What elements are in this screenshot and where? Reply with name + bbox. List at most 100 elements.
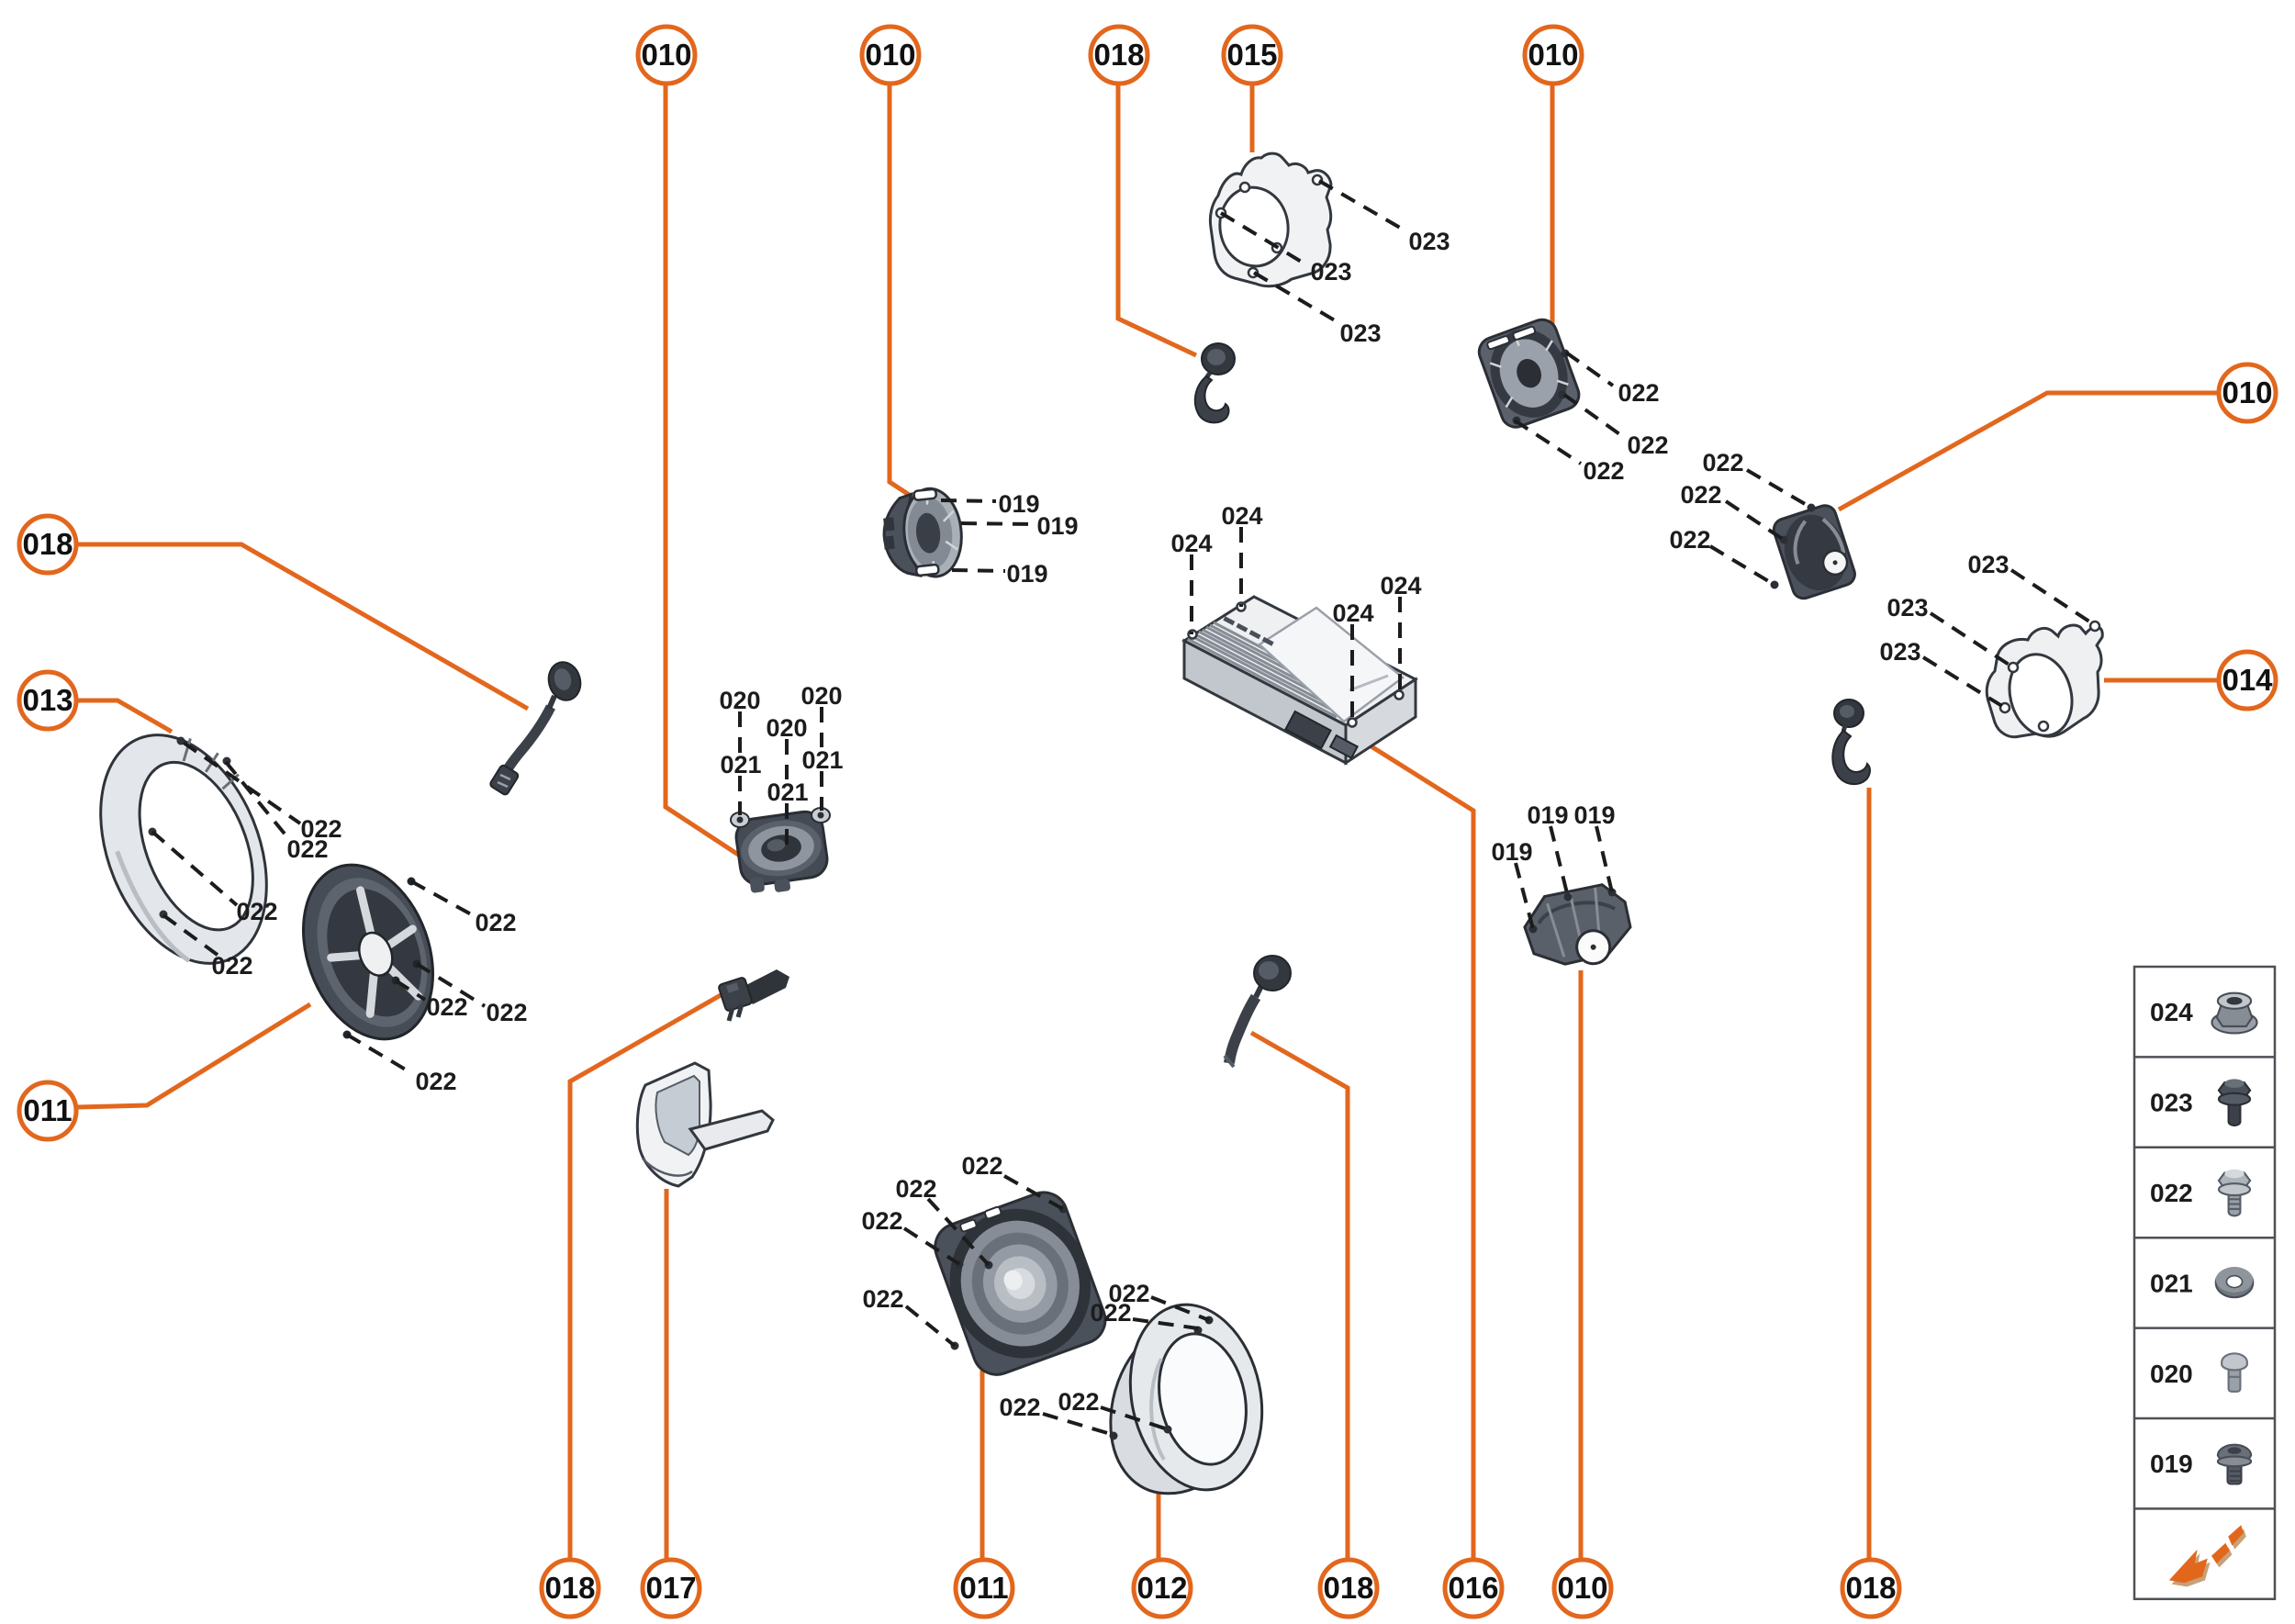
- fastener-label-020: 020: [800, 682, 842, 710]
- callout-010[interactable]: 010: [1522, 24, 1584, 86]
- fastener-dash-line: [1252, 271, 1341, 325]
- fastener-label-024: 024: [1170, 530, 1212, 557]
- part-speaker-front-door-010[interactable]: [1475, 316, 1584, 431]
- part-connector-018[interactable]: [718, 969, 789, 1022]
- part-speaker-woofer-011[interactable]: [927, 1184, 1113, 1382]
- fastener-dash-line: [926, 1197, 991, 1267]
- fastener-dash-line: [1513, 419, 1583, 465]
- callout-label: 018: [1845, 1571, 1896, 1605]
- fastener-label-019: 019: [998, 490, 1039, 518]
- callout-010[interactable]: 010: [635, 24, 698, 86]
- part-speaker-housing-012[interactable]: [1109, 1293, 1279, 1503]
- callout-018[interactable]: 018: [1317, 1557, 1380, 1619]
- direction-arrow-icon: [2168, 1525, 2246, 1587]
- part-bracket-017[interactable]: [635, 1061, 775, 1188]
- part-clip-018-top[interactable]: [1193, 342, 1236, 424]
- fastener-label-022: 022: [415, 1068, 456, 1095]
- fastener-label-024: 024: [1380, 572, 1421, 599]
- fastener-label-023: 023: [1967, 551, 2009, 578]
- fastener-label-022: 022: [961, 1152, 1002, 1180]
- legend-row-label: 023: [2150, 1089, 2193, 1117]
- part-mounting-plate-015[interactable]: [1208, 151, 1333, 288]
- legend-row-024[interactable]: 024: [2150, 991, 2258, 1035]
- callout-015[interactable]: 015: [1221, 24, 1283, 86]
- part-amplifier-016[interactable]: [1181, 595, 1418, 766]
- fastener-dash-line: [162, 913, 227, 962]
- legend-row-020[interactable]: 020: [2134, 1327, 2275, 1393]
- fastener-label-024: 024: [1332, 599, 1373, 627]
- fastener-dash-line: [1724, 499, 1786, 542]
- callout-label: 014: [2222, 663, 2273, 697]
- part-speaker-center-010[interactable]: [730, 807, 831, 897]
- fastener-label-022: 022: [1680, 481, 1721, 509]
- leader-line: [567, 989, 729, 1559]
- fastener-dash-line: [410, 879, 474, 917]
- fastener-label-022: 022: [1702, 449, 1743, 476]
- washer-021-icon: [2214, 1266, 2255, 1299]
- fastener-label-023: 023: [1339, 319, 1381, 347]
- part-mounting-plate-014[interactable]: [1985, 620, 2104, 743]
- leader-line: [76, 1002, 312, 1110]
- callout-014[interactable]: 014: [2216, 649, 2278, 711]
- fastener-dash-line: [1317, 179, 1408, 233]
- callout-012[interactable]: 012: [1131, 1557, 1193, 1619]
- legend-row-direction-arrow[interactable]: [2134, 1507, 2275, 1587]
- fastener-dash-line: [345, 1033, 415, 1076]
- callout-label: 018: [1093, 38, 1144, 72]
- fastener-dash-line: [1708, 544, 1776, 587]
- callout-label: 010: [865, 38, 915, 72]
- part-speaker-midrange-010[interactable]: [879, 486, 966, 581]
- fastener-label-022: 022: [300, 815, 341, 843]
- legend-row-022[interactable]: 022: [2134, 1146, 2275, 1217]
- leader-line: [663, 84, 753, 866]
- callout-010[interactable]: 010: [2216, 362, 2278, 424]
- callout-017[interactable]: 017: [640, 1557, 702, 1619]
- leader-line: [1368, 743, 1476, 1559]
- callout-010[interactable]: 010: [1551, 1557, 1614, 1619]
- callout-018[interactable]: 018: [1840, 1557, 1902, 1619]
- fastener-dash-line: [1100, 1406, 1169, 1431]
- part-clip-cable-018-left[interactable]: [489, 658, 585, 796]
- fastener-label-022: 022: [1669, 526, 1710, 554]
- legend-row-019[interactable]: 019: [2134, 1417, 2275, 1485]
- part-speaker-rear-010[interactable]: [1520, 881, 1635, 972]
- screw-020-icon: [2221, 1352, 2248, 1393]
- callout-label: 013: [22, 683, 73, 717]
- callout-011[interactable]: 011: [17, 1080, 79, 1142]
- part-tweeter-010[interactable]: [1770, 503, 1858, 601]
- fastener-label-020: 020: [719, 687, 760, 714]
- callout-label: 011: [959, 1571, 1008, 1605]
- fastener-dash-line: [1042, 1412, 1114, 1437]
- part-speaker-ring-013[interactable]: [69, 709, 301, 988]
- fastener-dash-line: [902, 1226, 961, 1266]
- callout-010[interactable]: 010: [859, 24, 922, 86]
- fastener-label-022: 022: [475, 909, 516, 936]
- fastener-dash-line: [224, 760, 294, 845]
- legend-row-023[interactable]: 023: [2134, 1056, 2275, 1127]
- fastener-label-022: 022: [286, 835, 328, 863]
- fastener-label-022: 022: [1627, 431, 1668, 459]
- part-cable-clip-018[interactable]: [1223, 955, 1292, 1069]
- legend-table: 024 023 022 021 020 019: [2133, 965, 2277, 1601]
- fastener-label-019: 019: [1491, 838, 1532, 866]
- part-hook-clip-018[interactable]: [1831, 699, 1871, 785]
- fastener-label-019: 019: [1527, 801, 1568, 829]
- fastener-label-023: 023: [1879, 638, 1920, 666]
- fastener-dash-line: [940, 498, 997, 503]
- callout-018[interactable]: 018: [539, 1557, 601, 1619]
- callout-013[interactable]: 013: [17, 669, 79, 732]
- bolt-023-icon: [2217, 1078, 2252, 1127]
- part-speaker-grille-011[interactable]: [280, 846, 455, 1057]
- callout-label: 018: [22, 527, 73, 561]
- callout-018[interactable]: 018: [17, 513, 79, 576]
- leader-line: [1249, 1030, 1350, 1559]
- callout-016[interactable]: 016: [1442, 1557, 1505, 1619]
- leader-line: [77, 698, 174, 734]
- callout-018[interactable]: 018: [1088, 24, 1150, 86]
- legend-row-021[interactable]: 021: [2134, 1236, 2275, 1299]
- fastener-dash-line: [1003, 1174, 1064, 1211]
- fastener-dash-line: [1921, 655, 2007, 710]
- fastener-label-019: 019: [1006, 560, 1047, 588]
- callout-label: 018: [544, 1571, 595, 1605]
- callout-011[interactable]: 011: [953, 1557, 1015, 1619]
